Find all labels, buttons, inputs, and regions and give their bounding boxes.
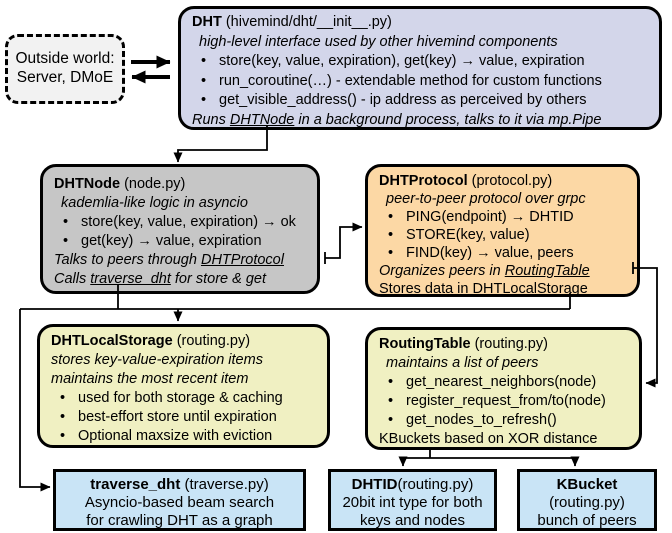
bullet-glyph: • [63,233,69,249]
dhtprotocol-title: DHTProtocol (protocol.py) [379,172,631,190]
dhtlocalstorage-subtitle-2: maintains the most recent item [51,371,249,387]
dhtprotocol-bullet-1: •PING(endpoint) → DHTID [379,208,631,226]
dht-footer-note: Runs DHTNode in a background process, ta… [192,111,602,128]
dhtid-line2: 20bit int type for both [342,494,483,511]
connector-dht-to-dhtnode [173,125,268,163]
dht-bullet-3: •get_visible_address() - ip address as p… [192,91,653,111]
dhtid-title: DHTID(routing.py) [331,476,494,494]
dhtnode-class-name: DHTNode [54,176,121,192]
dhtnode-note-1: Talks to peers through DHTProtocol [54,252,284,268]
dhtprotocol-note-1: Organizes peers in RoutingTable [379,263,590,279]
dht-title: DHT (hivemind/dht/__init__.py) [192,13,653,33]
routingtable-class-name: RoutingTable [379,336,471,352]
dhtprotocol-ref: DHTProtocol [200,252,284,268]
dhtnode-subtitle: kademlia-like logic in asyncio [61,195,248,211]
bullet-glyph: • [201,53,207,69]
dhtnode-note-2: Calls traverse_dht for store & get [54,271,266,287]
traverse-dht-file-name: (traverse.py) [180,476,269,493]
routingtable-footer: KBuckets based on XOR distance [379,431,598,447]
dhtprotocol-bullet-3: •FIND(key) → value, peers [379,244,631,262]
bullet-glyph: • [388,374,394,390]
connector-dhtnode-to-dhtprotocol [324,227,362,264]
dht-subtitle: high-level interface used by other hivem… [199,33,558,50]
dhtid-file-name: (routing.py) [397,476,474,493]
kbucket-file-name: (routing.py) [549,494,625,511]
outside-world-line1: Outside world: [15,50,115,67]
kbucket-class-name: KBucket [556,476,618,493]
dhtprotocol-note-2: Stores data in DHTLocalStorage [379,281,588,297]
routingtable-title: RoutingTable (routing.py) [379,335,633,354]
dhtlocalstorage-title: DHTLocalStorage (routing.py) [51,332,321,351]
dhtid-class-name: DHTID [351,476,398,493]
routingtable-box: RoutingTable (routing.py) maintains a li… [365,327,642,450]
connector-routingtable-split [403,450,575,459]
bullet-glyph: • [60,390,66,406]
dht-bullet-2: •run_coroutine(…) - extendable method fo… [192,72,653,92]
bullet-glyph: • [201,92,207,108]
dhtlocalstorage-bullet-1: •used for both storage & caching [51,389,321,408]
dhtid-line3: keys and nodes [359,512,466,529]
bullet-glyph: • [388,393,394,409]
dhtnode-bullet-2: •get(key) → value, expiration [54,232,311,251]
dht-class-name: DHT [192,14,222,30]
routingtable-ref: RoutingTable [504,263,590,279]
dhtlocalstorage-file-name: (routing.py) [172,333,251,349]
traverse-dht-ref: traverse_dht [90,271,171,287]
bullet-glyph: • [388,412,394,428]
dht-box: DHT (hivemind/dht/__init__.py) high-leve… [178,6,662,130]
dhtlocalstorage-class-name: DHTLocalStorage [51,333,173,349]
outside-world-box: Outside world: Server, DMoE [5,34,125,104]
dht-file-name: (hivemind/dht/__init__.py) [221,14,392,30]
dht-bullet-1: •store(key, value, expiration), get(key)… [192,52,653,72]
bullet-glyph: • [60,428,66,444]
outside-world-line2: Server, DMoE [16,69,114,86]
traverse-dht-func-name: traverse_dht [90,476,181,493]
bullet-glyph: • [388,227,394,243]
dhtlocalstorage-box: DHTLocalStorage (routing.py) stores key-… [37,324,330,448]
dhtnode-title: DHTNode (node.py) [54,175,311,194]
routingtable-subtitle: maintains a list of peers [386,355,539,371]
routingtable-bullet-2: •register_request_from/to(node) [379,392,633,411]
traverse-dht-title: traverse_dht (traverse.py) [56,476,303,494]
bullet-glyph: • [388,209,394,225]
dhtprotocol-file-name: (protocol.py) [467,173,553,189]
traverse-dht-line3: for crawling DHT as a graph [86,512,273,529]
traverse-dht-line2: Asyncio-based beam search [84,494,275,511]
bullet-glyph: • [201,72,207,89]
dhtlocalstorage-bullet-2: •best-effort store until expiration [51,408,321,427]
traverse-dht-box: traverse_dht (traverse.py) Asyncio-based… [53,469,306,531]
dhtnode-file-name: (node.py) [120,176,186,192]
routingtable-bullet-3: •get_nodes_to_refresh() [379,411,633,430]
routingtable-file-name: (routing.py) [470,336,548,352]
dhtprotocol-subtitle: peer-to-peer protocol over grpc [386,191,586,207]
dhtlocalstorage-subtitle-1: stores key-value-expiration items [51,352,263,368]
bullet-glyph: • [63,214,69,230]
bullet-glyph: • [388,245,394,261]
dhtprotocol-class-name: DHTProtocol [379,173,468,189]
dhtid-box: DHTID(routing.py) 20bit int type for bot… [328,469,497,531]
dhtprotocol-bullet-2: •STORE(key, value) [379,226,631,244]
dhtnode-ref: DHTNode [229,111,295,128]
dhtlocalstorage-bullet-3: •Optional maxsize with eviction [51,427,321,446]
kbucket-line3: bunch of peers [537,512,637,529]
bullet-glyph: • [60,409,66,425]
kbucket-title: KBucket [520,476,654,494]
routingtable-bullet-1: •get_nearest_neighbors(node) [379,373,633,392]
localstorage-ref: LocalStorage [502,281,588,297]
dhtnode-box: DHTNode (node.py) kademlia-like logic in… [40,164,320,294]
dhtprotocol-box: DHTProtocol (protocol.py) peer-to-peer p… [365,164,640,297]
dhtnode-bullet-1: •store(key, value, expiration) → ok [54,213,311,232]
kbucket-box: KBucket (routing.py) bunch of peers [517,469,657,531]
